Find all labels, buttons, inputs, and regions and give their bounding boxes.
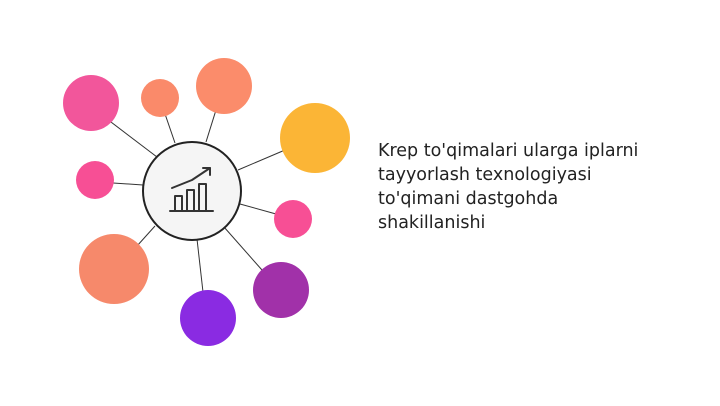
node-circle-hot-pink [63, 75, 119, 131]
diagram-title: Krep to'qimalari ularga iplarni tayyorla… [378, 139, 698, 235]
node-circle-coral-large [79, 234, 149, 304]
connector-line [237, 149, 286, 171]
outer-nodes [63, 58, 350, 346]
title-line: Krep to'qimalari ularga iplarni [378, 141, 639, 161]
connector-line [205, 109, 217, 143]
node-circle-violet [180, 290, 236, 346]
node-circle-salmon-small [141, 79, 179, 117]
connector-line [112, 182, 144, 186]
connector-line [106, 118, 158, 158]
connector-line [136, 225, 156, 247]
title-line: shakillanishi [378, 213, 486, 233]
bar-chart-growth-icon [169, 167, 214, 212]
connector-line [163, 110, 176, 144]
connector-line [223, 226, 263, 271]
node-circle-orange [196, 58, 252, 114]
node-circle-pink-small [76, 161, 114, 199]
connector-lines [106, 109, 286, 293]
connector-line [239, 203, 277, 215]
title-line: to'qimani dastgohda [378, 189, 559, 209]
node-circle-purple [253, 262, 309, 318]
node-circle-magenta-small [274, 200, 312, 238]
node-circle-yellow [280, 103, 350, 173]
hub-node [142, 141, 242, 241]
connector-line [196, 238, 204, 293]
title-line: tayyorlash texnologiyasi [378, 165, 592, 185]
